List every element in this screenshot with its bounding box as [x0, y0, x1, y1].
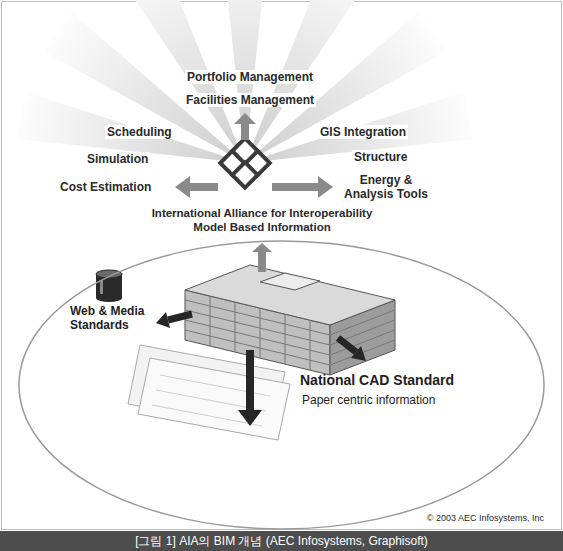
- frame: [2, 2, 562, 530]
- application-label: Model Based Information: [191, 221, 332, 235]
- application-label: Simulation: [85, 152, 150, 166]
- standard-label: Web & Media Standards: [70, 304, 160, 333]
- iai-logo: [220, 138, 269, 187]
- application-label: Portfolio Management: [185, 70, 315, 84]
- database-icon: [96, 270, 122, 302]
- application-label: International Alliance for Interoperabil…: [150, 207, 375, 221]
- copyright-note: © 2003 AEC Infosystems, Inc: [425, 513, 546, 524]
- application-label: Facilities Management: [184, 93, 316, 107]
- grey-arrows: [175, 113, 333, 198]
- light-rays: [16, 0, 474, 163]
- ellipse-outline: [18, 240, 545, 530]
- application-label: Cost Estimation: [58, 180, 153, 194]
- ellipse-outline: [19, 241, 544, 529]
- application-label: Scheduling: [105, 125, 174, 139]
- application-label: Energy & Analysis Tools: [338, 173, 434, 202]
- caption-bar: [그림 1] AIA의 BIM 개념 (AEC Infosystems, Gra…: [0, 531, 563, 551]
- figure-caption: [그림 1] AIA의 BIM 개념 (AEC Infosystems, Gra…: [0, 531, 563, 551]
- ellipse-region: Web & Media StandardsNational CAD Standa…: [18, 240, 545, 530]
- application-label: Structure: [352, 150, 409, 164]
- building: [185, 265, 395, 375]
- application-label: GIS Integration: [318, 125, 408, 139]
- note-text: Paper centric information: [302, 393, 435, 407]
- standard-label: National CAD Standard: [300, 372, 454, 389]
